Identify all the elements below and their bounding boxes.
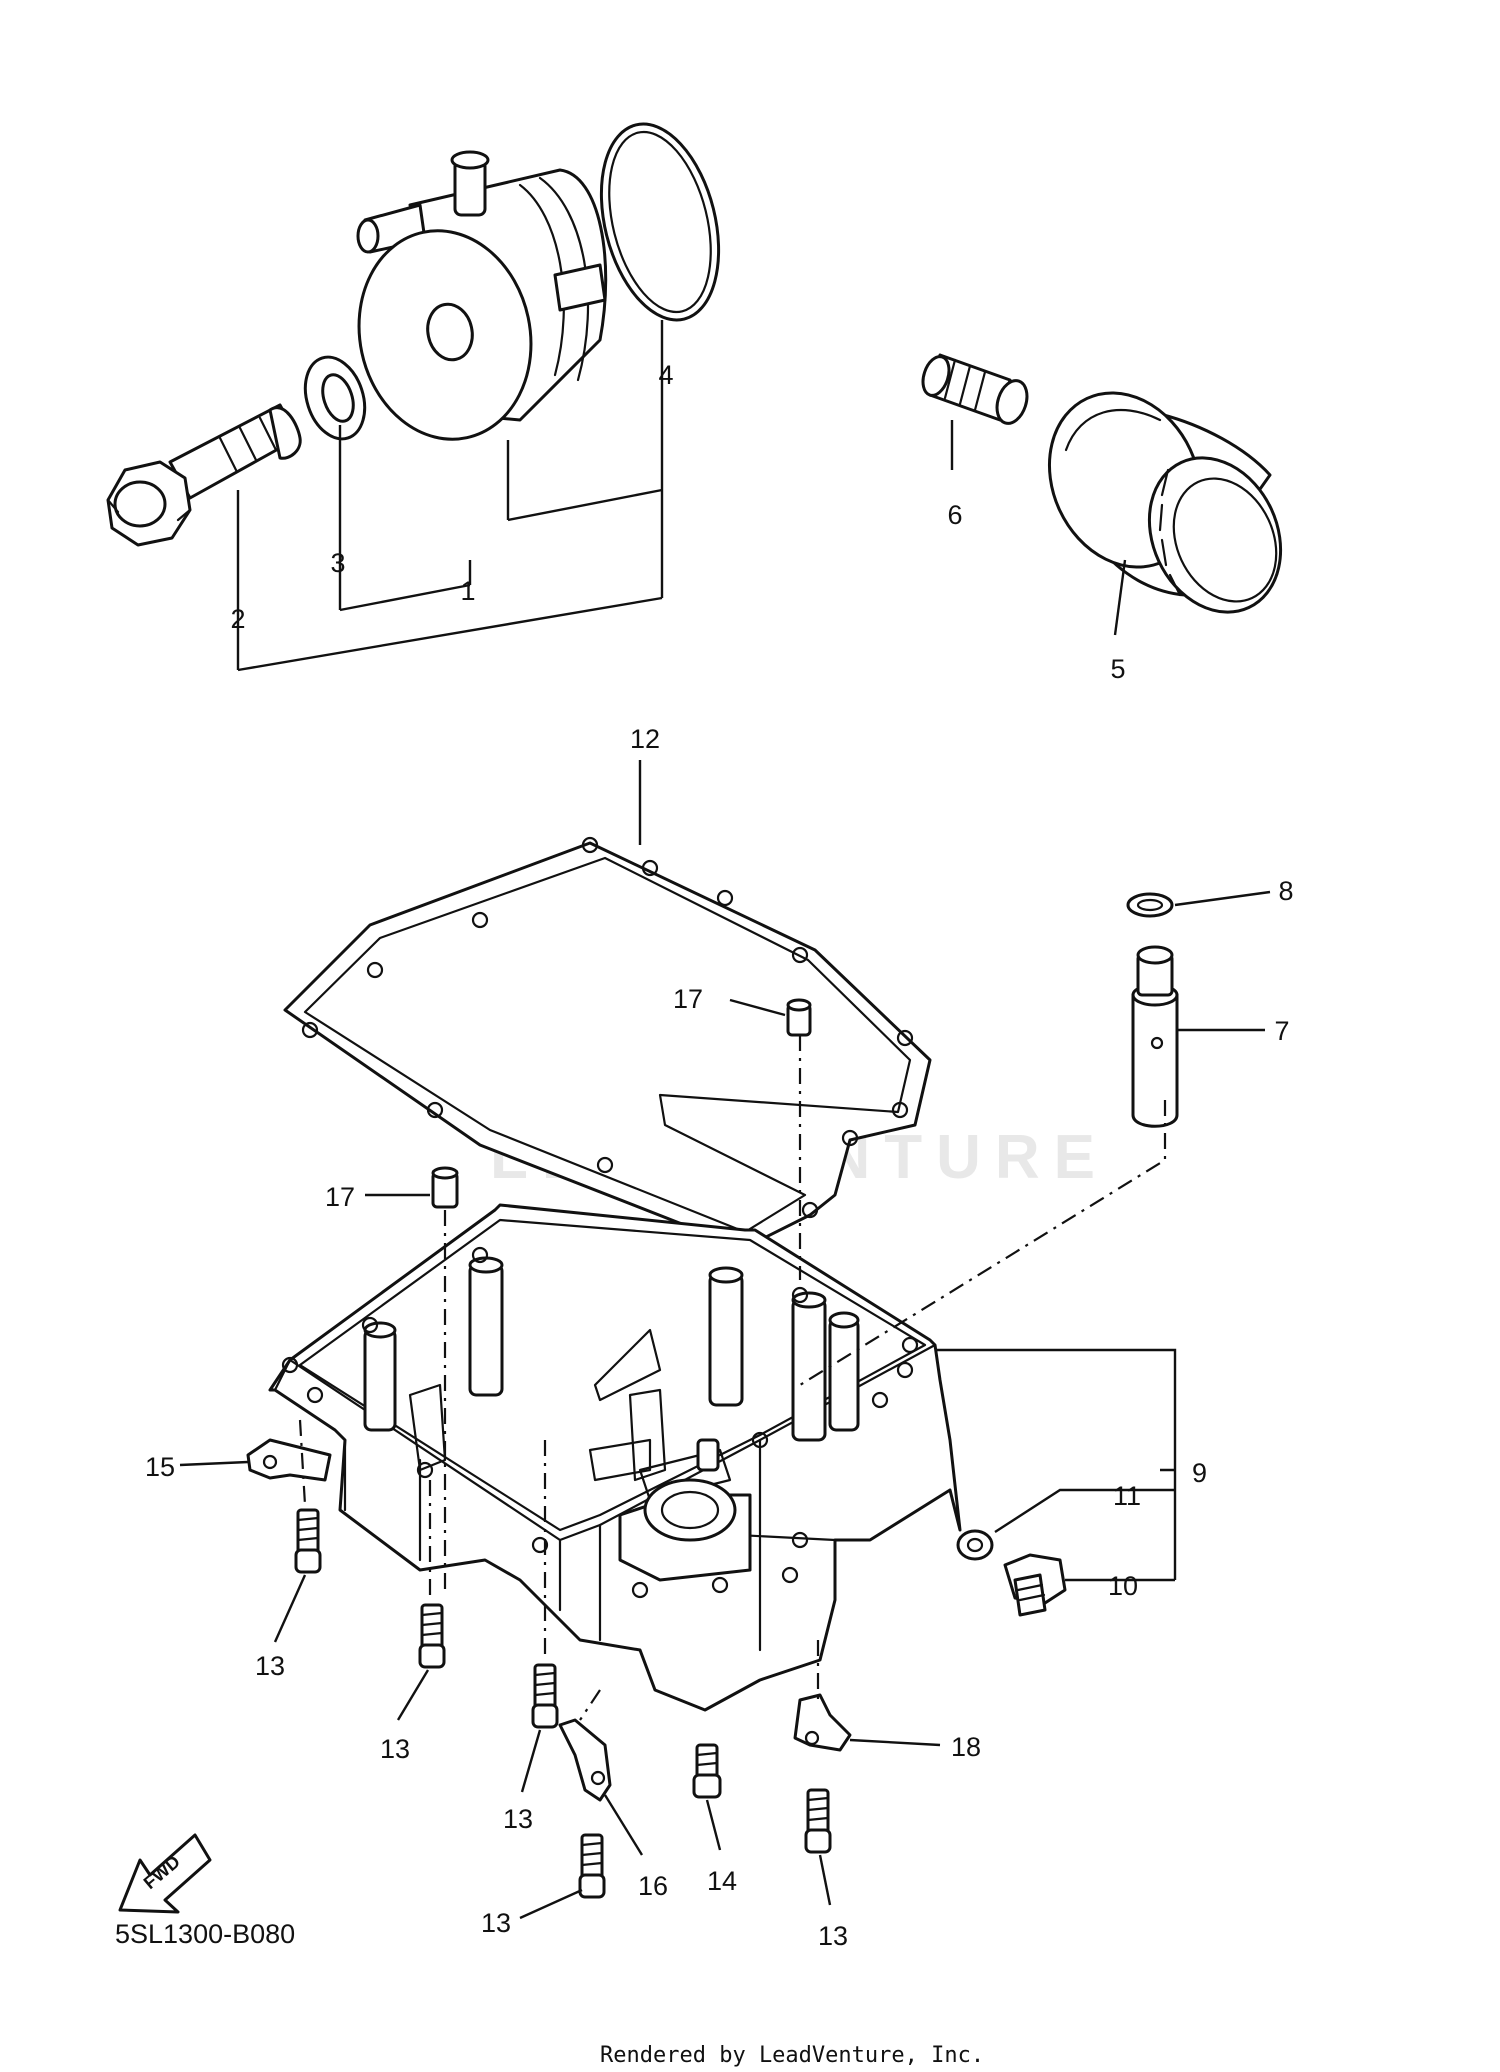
callout-13-e: 13 [818, 1921, 848, 1951]
callout-1: 1 [460, 576, 475, 606]
alignment-lines [298, 1035, 1167, 1721]
callout-12: 12 [630, 724, 660, 754]
callout-3: 3 [330, 548, 345, 578]
part-1-oil-cooler [356, 150, 608, 441]
part-4-o-ring [599, 122, 721, 322]
callout-7: 7 [1274, 1016, 1289, 1046]
part-16-bracket [558, 1718, 612, 1802]
diagram-code: 5SL1300-B080 [115, 1919, 295, 1949]
part-11-gasket [956, 1529, 994, 1561]
callout-13-a: 13 [255, 1651, 285, 1681]
oil-pan-bosses [363, 1256, 860, 1442]
part-15-bracket [246, 1438, 332, 1482]
callout-2: 2 [230, 604, 245, 634]
part-12-gasket [283, 836, 932, 1247]
callout-5: 5 [1110, 654, 1125, 684]
callout-14: 14 [707, 1866, 737, 1896]
callout-17-upper: 17 [673, 984, 703, 1014]
callout-13-d: 13 [481, 1908, 511, 1938]
part-17-dowel-pin-upper [786, 998, 812, 1037]
callout-10: 10 [1108, 1571, 1138, 1601]
callout-6: 6 [947, 500, 962, 530]
part-5-oil-filter [1047, 391, 1283, 614]
part-13-bolt-a [294, 1508, 322, 1574]
part-14-bolt [692, 1743, 722, 1799]
oil-pan-baffles [408, 1328, 732, 1502]
callout-15: 15 [145, 1452, 175, 1482]
part-18-bracket [793, 1693, 852, 1752]
part-3-washer [303, 355, 367, 441]
callout-labels: 1 2 3 4 5 6 7 8 9 10 11 12 13 13 13 13 1… [145, 360, 1294, 1951]
part-13-bolt-c [531, 1663, 559, 1729]
fwd-arrow-icon: FWD [118, 1833, 212, 1914]
part-6-fitting [921, 353, 1029, 425]
callout-13-c: 13 [503, 1804, 533, 1834]
part-8-washer [1126, 892, 1174, 918]
part-17-dowel-pin-lower [431, 1166, 459, 1209]
callout-9: 9 [1192, 1458, 1207, 1488]
part-10-drain-bolt [1003, 1553, 1067, 1617]
part-9-oil-pan [268, 1203, 962, 1712]
part-2-union-bolt [106, 403, 302, 547]
callout-16: 16 [638, 1871, 668, 1901]
render-credit: Rendered by LeadVenture, Inc. [600, 2043, 984, 2068]
part-13-bolt-e [804, 1788, 832, 1854]
callout-11: 11 [1113, 1481, 1141, 1511]
callout-13-b: 13 [380, 1734, 410, 1764]
callout-8: 8 [1278, 876, 1293, 906]
callout-4: 4 [658, 360, 673, 390]
callout-18: 18 [951, 1732, 981, 1762]
oil-strainer-boss [618, 1438, 752, 1582]
part-7-pipe [1131, 945, 1179, 1128]
part-13-bolt-d [578, 1833, 606, 1899]
gasket-holes [301, 836, 914, 1219]
leader-lines [179, 320, 1271, 1920]
part-13-bolt-b [418, 1603, 446, 1669]
oil-pan-flange-holes [281, 1246, 919, 1599]
callout-17-lower: 17 [325, 1182, 355, 1212]
